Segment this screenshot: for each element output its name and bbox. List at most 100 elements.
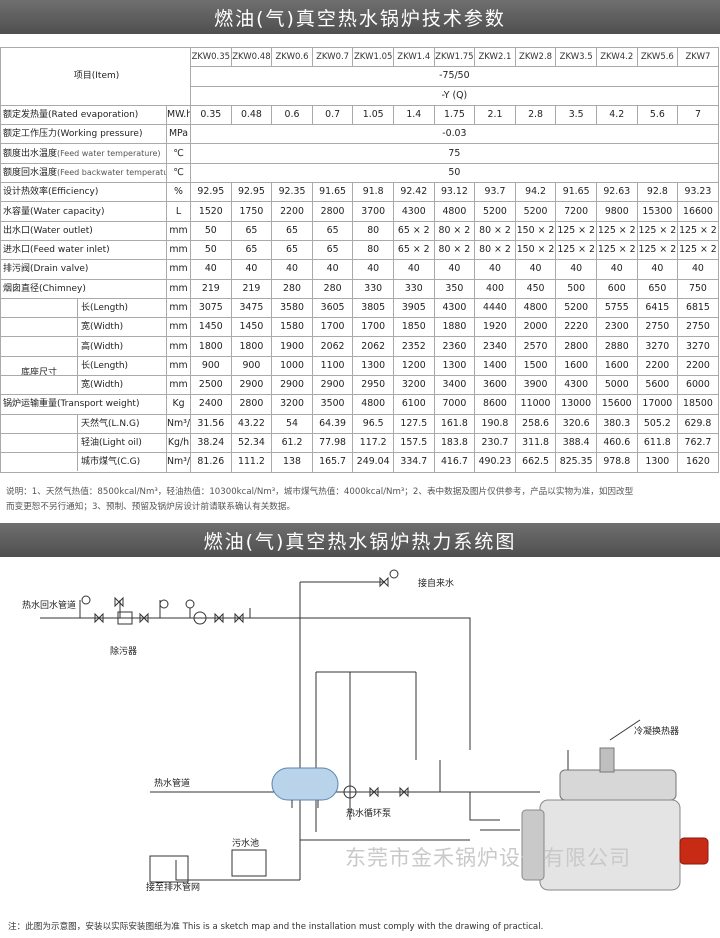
row-value: 13000 <box>555 394 597 415</box>
row-unit: mm <box>165 239 192 261</box>
row-label: 宽(Width) <box>77 318 166 336</box>
row-value: 3200 <box>392 375 435 396</box>
row-value: 138 <box>271 452 313 473</box>
row-value: 825.35 <box>555 452 597 473</box>
row-value: 1750 <box>230 201 273 222</box>
row-value: 1000 <box>271 355 313 377</box>
row-value: 611.8 <box>636 432 679 454</box>
row-value: 1.75 <box>433 104 476 126</box>
row-value: 75 <box>190 143 719 164</box>
row-value: 92.95 <box>190 182 232 203</box>
drain-network-label: 接至排水管网 <box>146 881 200 893</box>
row-value: 93.7 <box>474 182 516 203</box>
row-label: 进水口(Feed water inlet) <box>0 239 167 261</box>
model-header: ZKW5.6 <box>636 46 679 68</box>
row-value: 92.8 <box>636 182 679 203</box>
row-value: 5000 <box>595 375 638 396</box>
row-value: 1.05 <box>352 104 394 126</box>
row-value: 7 <box>677 104 719 126</box>
table-row: 额定工作压力(Working pressure)MPa-0.03 <box>0 124 719 145</box>
row-value: 3805 <box>352 297 394 319</box>
row-value: 4800 <box>514 297 557 319</box>
row-value: 190.8 <box>474 413 516 434</box>
gauge-icon <box>159 599 169 609</box>
valve-icon <box>214 612 224 624</box>
item-header: 项目(Item) <box>0 47 192 106</box>
row-label: 城市煤气(C.G) <box>77 453 166 472</box>
row-value: 416.7 <box>433 452 476 473</box>
row-value: 2062 <box>352 336 394 357</box>
row-unit: Nm³/h <box>165 452 192 473</box>
row-label-sub: (Feed water temperature) <box>57 148 161 158</box>
row-value: 1500 <box>514 355 557 377</box>
row-label: 轻油(Light oil) <box>77 434 166 452</box>
row-value: 40 <box>271 259 313 280</box>
row-value: 4300 <box>392 201 435 222</box>
row-value: 350 <box>433 278 476 299</box>
row-value: 92.35 <box>271 182 313 203</box>
row-label: 长(Length) <box>77 299 166 317</box>
row-label-cell: 底座尺寸(Size of base)长(Length) <box>0 355 167 377</box>
expansion-tank <box>271 767 339 808</box>
row-value: 2.8 <box>514 104 557 126</box>
row-value: 1900 <box>271 336 313 357</box>
row-value: 2800 <box>555 336 597 357</box>
row-value: 4300 <box>433 297 476 319</box>
row-value: 2950 <box>352 375 394 396</box>
row-value: 50 <box>190 162 719 184</box>
spec-title-banner: 燃油(气)真空热水锅炉技术参数 <box>0 0 720 34</box>
row-value: 4800 <box>433 201 476 222</box>
row-label-cell: 宽(Width) <box>0 317 167 338</box>
row-value: 61.2 <box>271 432 313 454</box>
row-unit: Kg <box>165 394 192 415</box>
row-unit: Kg/h <box>165 432 192 454</box>
row-value: 80 × 2 <box>474 220 516 241</box>
row-unit: MPa <box>165 124 192 145</box>
row-value: 505.2 <box>636 413 679 434</box>
row-value: 330 <box>392 278 435 299</box>
row-label: 长(Length) <box>77 357 166 375</box>
decontaminator-icon <box>117 611 133 625</box>
row-value: 1520 <box>190 201 232 222</box>
row-value: 65 × 2 <box>392 239 435 261</box>
row-value: 2360 <box>433 336 476 357</box>
circulation-pump-label: 热水循环泵 <box>346 807 391 819</box>
table-row: 城市煤气(C.G)Nm³/h81.26111.2138165.7249.0433… <box>0 452 719 473</box>
row-value: 2570 <box>514 336 557 357</box>
row-value: 2800 <box>230 394 273 415</box>
row-label: 出水口(Water outlet) <box>0 220 167 241</box>
return-pipe-label: 热水回水管道 <box>22 599 76 611</box>
row-label: 天然气(L.N.G) <box>77 415 166 433</box>
row-value: 2900 <box>311 375 354 396</box>
row-value: 900 <box>190 355 232 377</box>
row-value: 1.4 <box>392 104 435 126</box>
row-value: 330 <box>352 278 394 299</box>
row-unit: ℃ <box>165 143 192 164</box>
footer-note: 注：此图为示意图，安装以实际安装图纸为准 This is a sketch ma… <box>8 922 544 932</box>
row-value: 40 <box>190 259 232 280</box>
row-value: 280 <box>311 278 354 299</box>
row-unit: mm <box>165 317 192 338</box>
row-value: 18500 <box>677 394 719 415</box>
row-value: 125 × 2 <box>595 239 638 261</box>
row-value: 40 <box>514 259 557 280</box>
row-value: 2352 <box>392 336 435 357</box>
row-value: 40 <box>311 259 354 280</box>
row-value: 450 <box>514 278 557 299</box>
model-header: ZKW0.48 <box>230 46 273 68</box>
row-value: 40 <box>433 259 476 280</box>
valve-icon <box>139 612 149 624</box>
row-value: 125 × 2 <box>636 220 679 241</box>
row-unit: mm <box>165 220 192 241</box>
row-value: 1620 <box>677 452 719 473</box>
row-value: 40 <box>230 259 273 280</box>
row-value: 662.5 <box>514 452 557 473</box>
row-value: 1200 <box>392 355 435 377</box>
row-value: 2900 <box>230 375 273 396</box>
row-value: 3500 <box>311 394 354 415</box>
